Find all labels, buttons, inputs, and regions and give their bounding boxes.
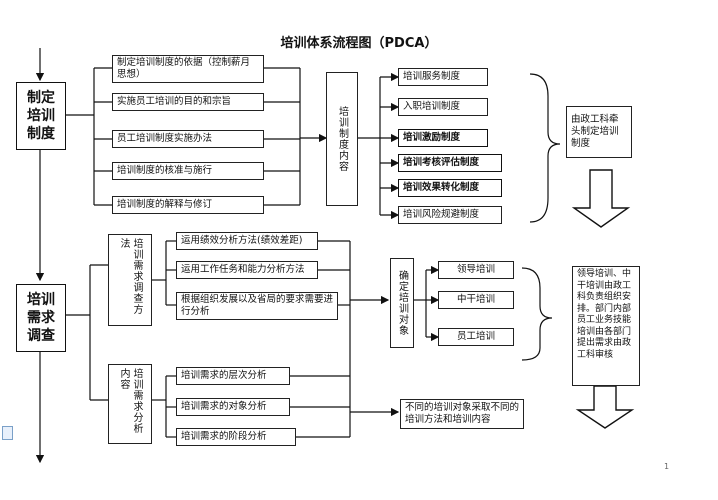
target-label-box: 确定培训对象 bbox=[390, 258, 414, 348]
step-make-policy: 制定培训制度 bbox=[16, 82, 66, 150]
policy-content-item: 培训效果转化制度 bbox=[398, 179, 502, 197]
policy-basis-item: 培训制度的核准与施行 bbox=[112, 162, 264, 180]
survey-content-label: 培训需求分析内容 bbox=[118, 368, 142, 434]
policy-content-item: 培训激励制度 bbox=[398, 129, 488, 147]
step-needs-survey: 培训需求调查 bbox=[16, 284, 66, 352]
survey-content-label-box: 培训需求分析内容 bbox=[108, 364, 152, 444]
method-note: 不同的培训对象采取不同的培训方法和培训内容 bbox=[400, 399, 524, 429]
method-note-text: 不同的培训对象采取不同的培训方法和培训内容 bbox=[405, 402, 520, 425]
policy-content-item: 培训考核评估制度 bbox=[398, 154, 502, 172]
step-make-policy-label: 制定培训制度 bbox=[27, 90, 55, 142]
target-item: 员工培训 bbox=[438, 328, 514, 346]
target-text: 员工培训 bbox=[456, 331, 495, 342]
target-text: 领导培训 bbox=[456, 264, 495, 275]
policy-note: 由政工科牵头制定培训制度 bbox=[566, 106, 632, 158]
policy-content-label: 培训制度内容 bbox=[336, 106, 348, 172]
policy-basis-item: 员工培训制度实施办法 bbox=[112, 130, 264, 148]
policy-basis-text: 培训制度的核准与施行 bbox=[117, 165, 213, 176]
policy-content-text: 培训效果转化制度 bbox=[403, 182, 480, 193]
survey-method-label-box: 培训需求调查方法 bbox=[108, 234, 152, 326]
policy-basis-text: 制定培训制度的依据（控制薪月思想） bbox=[117, 57, 251, 80]
policy-content-item: 培训风险规避制度 bbox=[398, 206, 502, 224]
target-item: 中干培训 bbox=[438, 291, 514, 309]
target-label: 确定培训对象 bbox=[396, 270, 408, 336]
survey-content-item: 培训需求的层次分析 bbox=[176, 367, 290, 385]
policy-content-text: 培训服务制度 bbox=[403, 71, 461, 82]
survey-content-item: 培训需求的对象分析 bbox=[176, 398, 290, 416]
policy-note-text: 由政工科牵头制定培训制度 bbox=[571, 114, 619, 149]
survey-content-text: 培训需求的对象分析 bbox=[181, 401, 267, 412]
survey-method-item: 根据组织发展以及省局的要求需要进行分析 bbox=[176, 292, 338, 320]
document-icon bbox=[2, 426, 13, 440]
survey-method-label: 培训需求调查方法 bbox=[118, 238, 142, 315]
target-note-text: 领导培训、中干培训由政工科负责组织安排。部门内部员工业务技能培训由各部门提出需求… bbox=[577, 269, 632, 360]
survey-method-item: 运用工作任务和能力分析方法 bbox=[176, 261, 318, 279]
policy-basis-text: 员工培训制度实施办法 bbox=[117, 133, 213, 144]
step-needs-survey-label: 培训需求调查 bbox=[27, 292, 55, 344]
policy-content-text: 培训考核评估制度 bbox=[403, 157, 480, 168]
target-text: 中干培训 bbox=[456, 294, 495, 305]
target-item: 领导培训 bbox=[438, 261, 514, 279]
survey-method-text: 运用绩效分析方法(绩效差距) bbox=[181, 235, 303, 246]
page-number: 1 bbox=[664, 462, 670, 471]
policy-basis-item: 制定培训制度的依据（控制薪月思想） bbox=[112, 55, 264, 83]
policy-basis-item: 实施员工培训的目的和宗旨 bbox=[112, 93, 264, 111]
diagram-title: 培训体系流程图（PDCA） bbox=[280, 36, 438, 51]
policy-content-label-box: 培训制度内容 bbox=[326, 72, 358, 206]
policy-content-text: 培训激励制度 bbox=[403, 132, 461, 143]
survey-content-item: 培训需求的阶段分析 bbox=[176, 428, 296, 446]
policy-basis-text: 培训制度的解释与修订 bbox=[117, 199, 213, 210]
policy-content-text: 培训风险规避制度 bbox=[403, 209, 480, 220]
survey-content-text: 培训需求的层次分析 bbox=[181, 370, 267, 381]
survey-method-text: 根据组织发展以及省局的要求需要进行分析 bbox=[181, 294, 334, 317]
policy-basis-item: 培训制度的解释与修订 bbox=[112, 196, 264, 214]
target-note: 领导培训、中干培训由政工科负责组织安排。部门内部员工业务技能培训由各部门提出需求… bbox=[572, 266, 640, 386]
survey-method-text: 运用工作任务和能力分析方法 bbox=[181, 264, 305, 275]
policy-content-text: 入职培训制度 bbox=[403, 101, 461, 112]
survey-method-item: 运用绩效分析方法(绩效差距) bbox=[176, 232, 318, 250]
policy-basis-text: 实施员工培训的目的和宗旨 bbox=[117, 96, 232, 107]
policy-content-item: 入职培训制度 bbox=[398, 98, 488, 116]
survey-content-text: 培训需求的阶段分析 bbox=[181, 431, 267, 442]
policy-content-item: 培训服务制度 bbox=[398, 68, 488, 86]
